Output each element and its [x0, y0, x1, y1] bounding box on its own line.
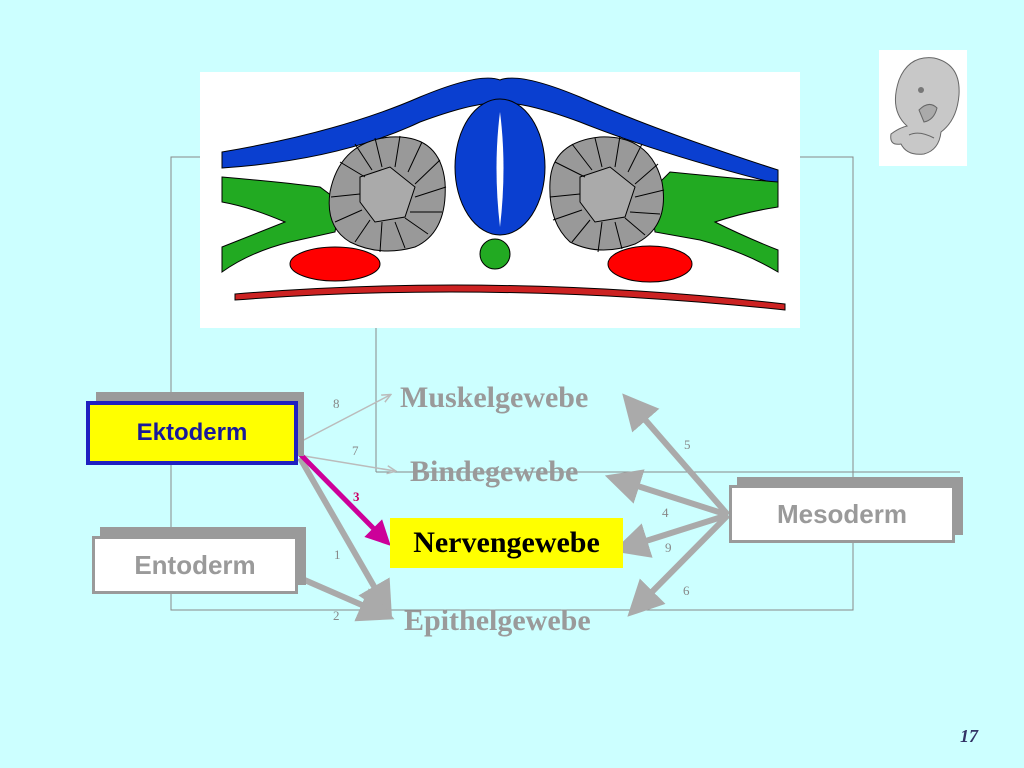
arrow-number-8: 8 — [333, 396, 340, 411]
arrow-7 — [297, 454, 395, 471]
ektoderm-box[interactable]: Ektoderm — [86, 401, 298, 465]
embryo-cross-section-illustration — [200, 72, 800, 328]
arrow-number-4: 4 — [662, 505, 669, 520]
arrow-number-2: 2 — [333, 608, 340, 623]
embryo-thumbnail-illustration — [879, 50, 967, 166]
arrow-1 — [297, 456, 392, 618]
arrow-4 — [604, 469, 729, 518]
left-spinal-nerve — [221, 176, 341, 273]
notochord — [479, 238, 511, 270]
arrow-9 — [612, 512, 729, 558]
arrow-number-7: 7 — [352, 443, 359, 458]
tissue-label-muskelgewebe: Muskelgewebe — [400, 381, 589, 414]
arrow-8 — [297, 395, 390, 444]
left-somite — [328, 135, 447, 253]
arrow-number-3: 3 — [353, 489, 360, 504]
right-somite — [549, 135, 665, 253]
arrow-number-1: 1 — [334, 547, 341, 562]
arrow-number-6: 6 — [683, 583, 690, 598]
entoderm-box[interactable]: Entoderm — [92, 536, 298, 594]
left-aorta — [289, 246, 381, 282]
arrow-5 — [622, 393, 731, 517]
tissue-label-nervengewebe-active: Nervengewebe — [390, 518, 623, 568]
page-number: 17 — [960, 726, 978, 746]
arrow-3-active — [296, 450, 391, 546]
arrow-6 — [627, 512, 731, 617]
right-spinal-nerve — [649, 171, 779, 273]
mesoderm-box[interactable]: Mesoderm — [729, 485, 955, 543]
arrow-number-5: 5 — [684, 437, 691, 452]
right-aorta — [607, 245, 693, 283]
endoderm-layer — [234, 284, 786, 311]
arrow-number-9: 9 — [665, 540, 672, 555]
arrow-2 — [298, 575, 395, 622]
tissue-label-epithelgewebe: Epithelgewebe — [404, 604, 591, 637]
tissue-label-bindegewebe: Bindegewebe — [410, 455, 579, 488]
